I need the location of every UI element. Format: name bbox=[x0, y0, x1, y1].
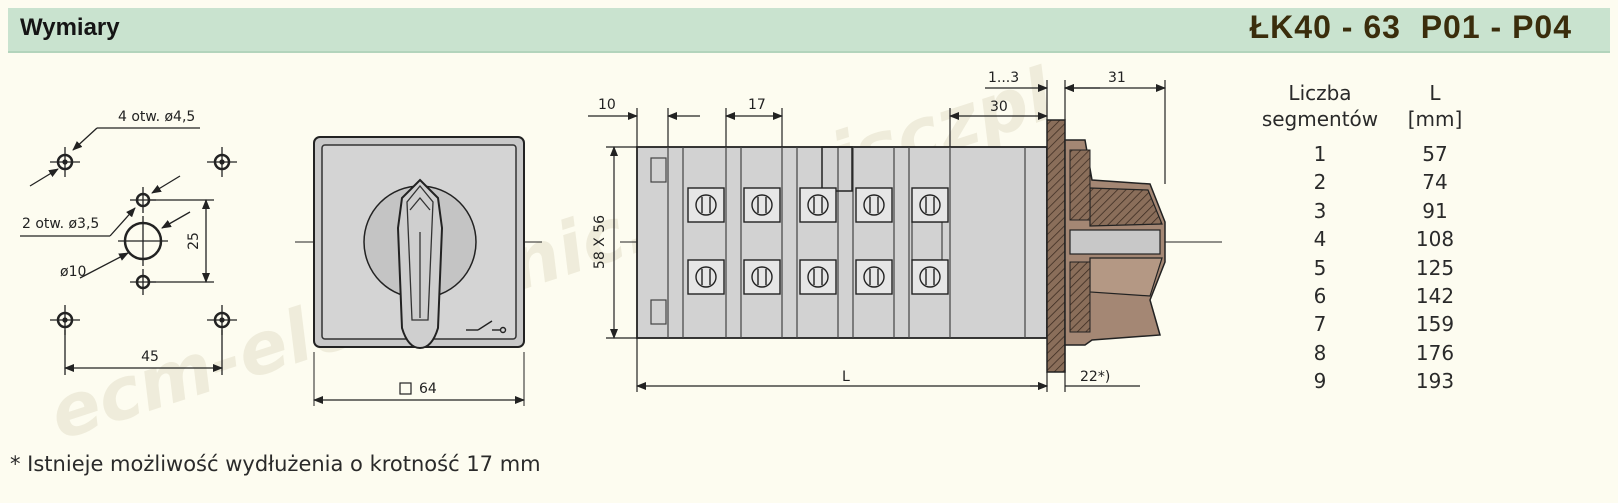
header-bar: Wymiary ŁK40 - 63 P01 - P04 bbox=[8, 8, 1610, 53]
model-title: ŁK40 - 63 P01 - P04 bbox=[1249, 9, 1572, 45]
label-dim-45: 45 bbox=[141, 349, 159, 365]
label-holes-4: 4 otw. ø4,5 bbox=[118, 109, 195, 125]
label-dim-17: 17 bbox=[748, 97, 766, 113]
label-center: ø10 bbox=[60, 264, 86, 280]
square-symbol-icon bbox=[399, 382, 412, 395]
label-holes-2: 2 otw. ø3,5 bbox=[22, 216, 99, 232]
label-dim-10: 10 bbox=[598, 97, 616, 113]
label-dim-L: L bbox=[842, 369, 850, 385]
hole-br bbox=[207, 305, 237, 335]
table-header: Liczba segmentów L [mm] bbox=[1240, 80, 1470, 140]
label-dim-58x56: 58 X 56 bbox=[592, 215, 608, 269]
side-view bbox=[588, 80, 1222, 392]
header-length: L [mm] bbox=[1407, 81, 1463, 131]
label-dim-22: 22*) bbox=[1080, 369, 1110, 385]
label-dim-25: 25 bbox=[186, 232, 202, 250]
header-segments-count: Liczba segmentów bbox=[1261, 81, 1379, 131]
label-dim-31: 31 bbox=[1108, 70, 1126, 86]
page-title: Wymiary bbox=[20, 14, 120, 41]
label-dim-1-3: 1...3 bbox=[988, 70, 1019, 86]
hole-tl bbox=[50, 147, 80, 177]
terminal-row-bottom bbox=[687, 259, 949, 295]
label-dim-30: 30 bbox=[990, 99, 1008, 115]
label-dim-64: 64 bbox=[419, 381, 437, 397]
hole-center bbox=[118, 216, 168, 266]
front-view bbox=[295, 136, 542, 406]
footnote: * Istnieje możliwość wydłużenia o krotno… bbox=[10, 452, 541, 476]
switch-symbol-icon bbox=[466, 320, 507, 334]
mounting-pattern bbox=[20, 127, 237, 375]
terminal-row-top bbox=[687, 187, 949, 223]
hole-tr bbox=[207, 147, 237, 177]
